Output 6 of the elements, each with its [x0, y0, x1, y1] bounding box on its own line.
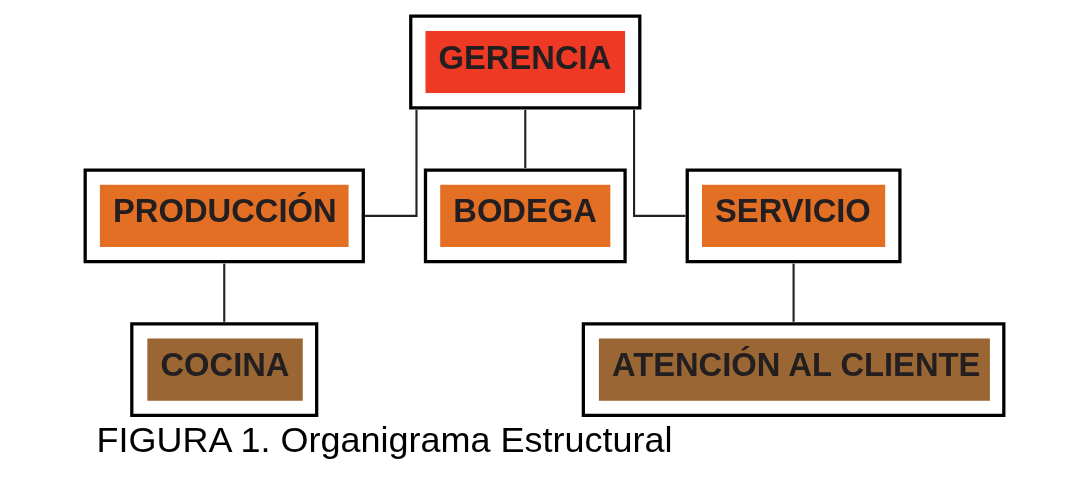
- connector: [524, 109, 527, 169]
- connector: [223, 263, 226, 322]
- connector: [633, 109, 686, 217]
- caption: FIGURA 1. Organigrama Estructural: [96, 419, 673, 461]
- connector: [792, 263, 795, 322]
- connector: [364, 109, 418, 217]
